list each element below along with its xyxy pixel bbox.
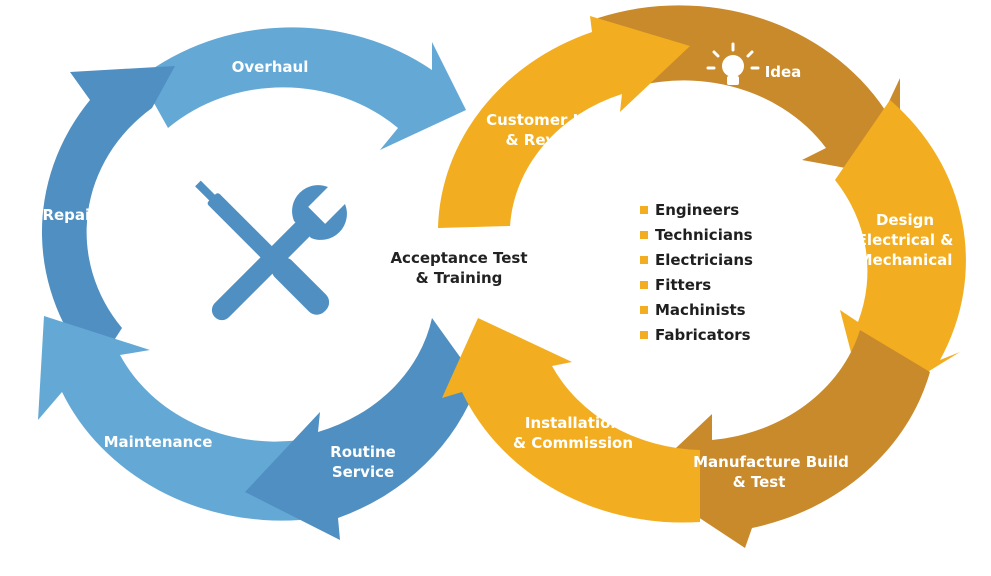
list-item: Machinists [640, 301, 746, 319]
list-item: Engineers [640, 201, 739, 219]
acceptance-test-line2: & Training [416, 269, 503, 287]
maintenance-label: Maintenance [104, 433, 213, 451]
list-item: Technicians [640, 226, 753, 244]
design-label-line3: Mechanical [858, 251, 953, 269]
acceptance-test-line1: Acceptance Test [390, 249, 527, 267]
list-item: Fabricators [640, 326, 751, 344]
design-arrow [835, 100, 966, 410]
lightbulb-icon [706, 42, 760, 85]
routine-service-label-line2: Service [332, 463, 394, 481]
list-item: Electricians [640, 251, 753, 269]
maintenance-arrow [38, 316, 300, 521]
wrench-screwdriver-icon [195, 180, 347, 321]
list-item: Fitters [640, 276, 711, 294]
svg-text:Electricians: Electricians [655, 251, 753, 269]
svg-text:Technicians: Technicians [655, 226, 753, 244]
installation-arrow [442, 318, 700, 523]
idea-label: Idea [765, 63, 802, 81]
svg-text:Fabricators: Fabricators [655, 326, 751, 344]
maintenance-cycle: Overhaul Repair Maintenance Routine Serv… [38, 27, 478, 540]
repair-arrow [41, 66, 176, 370]
overhaul-label: Overhaul [232, 58, 309, 76]
routine-service-label-line1: Routine [330, 443, 396, 461]
svg-text:Engineers: Engineers [655, 201, 739, 219]
project-cycle: Idea Design Electrical & Mechanical Manu… [438, 5, 966, 548]
customer-use-label-line2: & Review [506, 131, 585, 149]
manufacture-label-line1: Manufacture Build [693, 453, 849, 471]
svg-text:Fitters: Fitters [655, 276, 711, 294]
installation-label-line2: & Commission [513, 434, 633, 452]
customer-use-arrow [438, 16, 690, 228]
installation-label-line1: Installation [525, 414, 621, 432]
svg-text:Machinists: Machinists [655, 301, 746, 319]
customer-use-label-line1: Customer Use [486, 111, 604, 129]
design-label-line1: Design [876, 211, 934, 229]
repair-label: Repair [42, 206, 98, 224]
manufacture-label-line2: & Test [733, 473, 786, 491]
roles-list: Engineers Technicians Electricians Fitte… [640, 201, 753, 344]
center-label: Acceptance Test & Training [390, 249, 527, 287]
overhaul-arrow [140, 27, 466, 150]
manufacture-arrow [642, 330, 930, 548]
routine-service-arrow [245, 318, 478, 540]
design-label-line2: Electrical & [857, 231, 954, 249]
